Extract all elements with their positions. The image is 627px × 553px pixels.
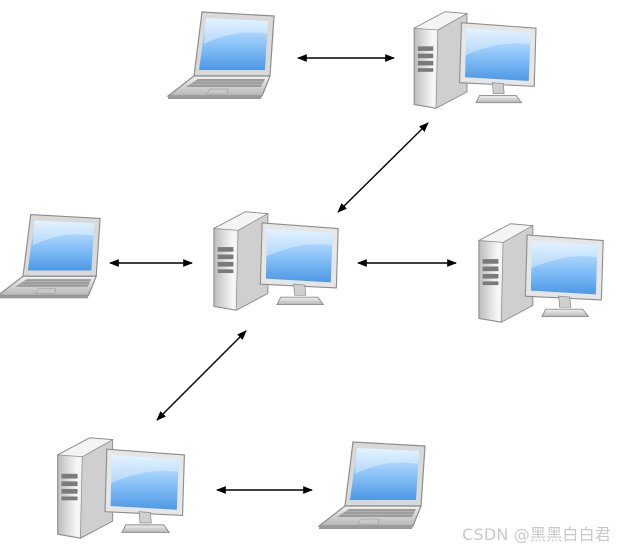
desktop-computer-icon [57, 437, 185, 539]
watermark-text: CSDN @黑黑白白君 [462, 525, 611, 544]
connection-arrows [109, 54, 457, 494]
arrow-desktop-center-desktop-bottom-left [156, 330, 247, 421]
arrow-desktop-center-desktop-top-right [337, 122, 429, 213]
desktop-computer-icon [413, 11, 537, 109]
laptop-icon [167, 11, 275, 100]
desktop-computer-icon [478, 223, 604, 323]
laptop-icon [318, 441, 426, 530]
desktop-computer-icon [213, 211, 339, 311]
laptop-icon [0, 213, 101, 300]
